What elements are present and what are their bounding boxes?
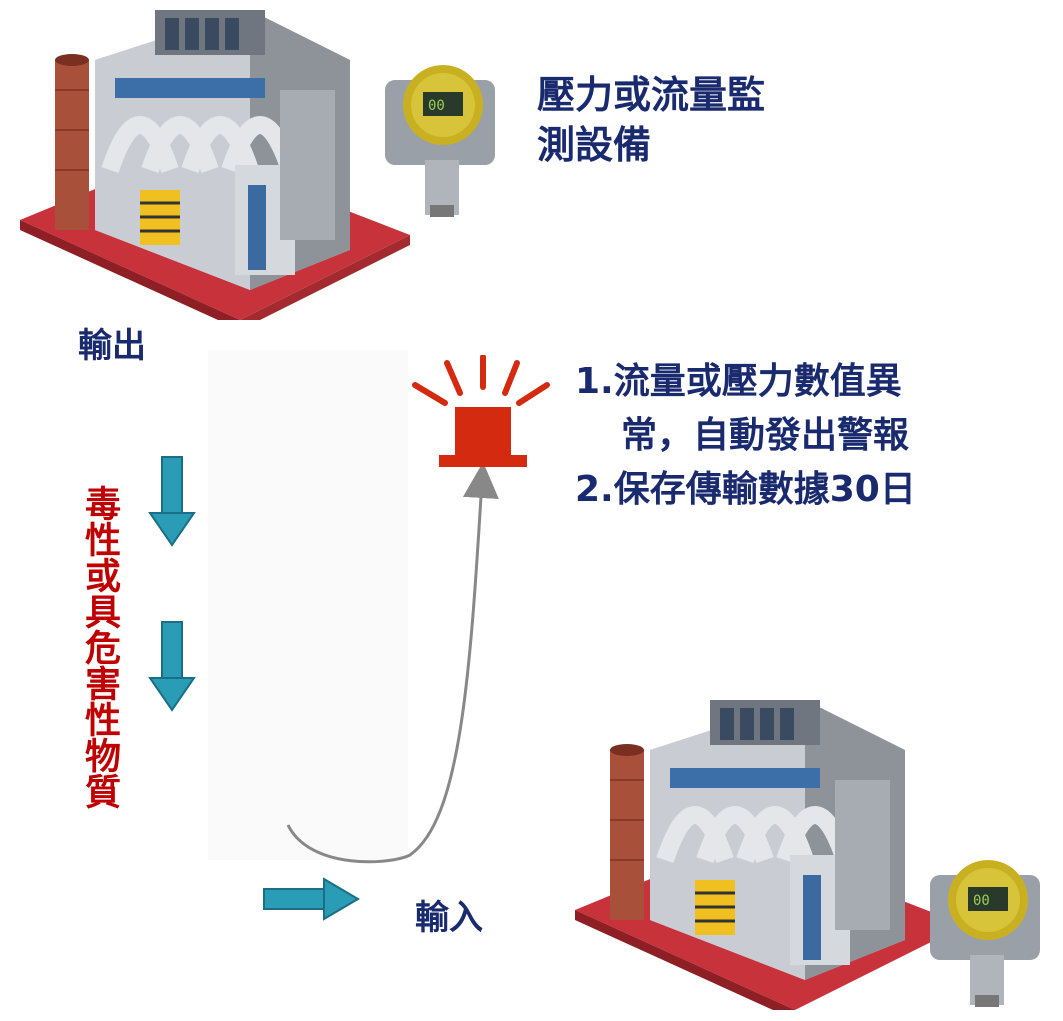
gas-detector-top-icon: 00: [385, 65, 495, 217]
svg-text:00: 00: [428, 98, 445, 114]
factory-top-icon: [20, 10, 410, 320]
alarm-note-1-line1: 1.流量或壓力數值異: [575, 361, 902, 402]
background-panel: [208, 350, 408, 860]
alarm-note-1-line2: 常，自動發出警報: [621, 415, 910, 456]
alarm-note-2: 2.保存傳輸數據30日: [575, 469, 916, 510]
signal-curve-arrow: [286, 462, 499, 864]
svg-text:00: 00: [973, 893, 990, 909]
alarm-notes: 1.流量或壓力數值異 常，自動發出警報 2.保存傳輸數據30日: [575, 355, 916, 517]
factory-bottom-icon: [575, 700, 965, 1010]
down-arrow-1-icon: [148, 456, 196, 547]
output-label: 輸出: [78, 326, 146, 366]
alarm-light-icon: [412, 355, 550, 467]
monitor-label-line2: 測設備: [537, 123, 652, 167]
gas-detector-bottom-icon: 00: [930, 860, 1040, 1007]
monitor-label-line1: 壓力或流量監: [537, 73, 766, 117]
right-arrow-icon: [263, 877, 360, 921]
substance-label: 毒性或具危害性物質: [79, 485, 120, 809]
monitor-device-label: 壓力或流量監 測設備: [537, 70, 765, 170]
down-arrow-2-icon: [148, 621, 196, 712]
input-label: 輸入: [415, 898, 483, 938]
